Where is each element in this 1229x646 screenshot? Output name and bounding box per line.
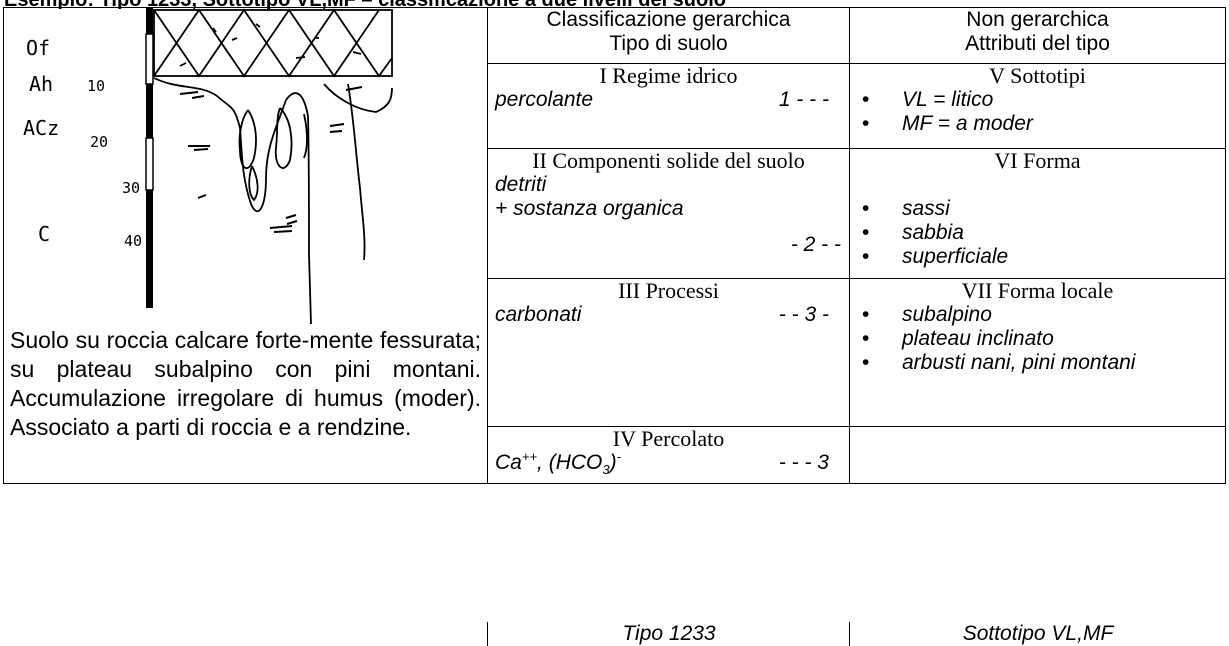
list-item: •MF = a moder	[862, 112, 1033, 135]
section-term: carbonati	[495, 303, 582, 326]
section-title: VII Forma locale	[961, 278, 1114, 303]
list-item: •sassi	[862, 197, 950, 220]
header-hierarchical-line2: Tipo di suolo	[609, 32, 728, 55]
list-item: •subalpino	[862, 303, 992, 326]
section-regime-idrico: I Regime idrico percolante 1 - - -	[487, 63, 850, 149]
profile-cell: Of Ah ACz C 10 20 30 40	[3, 7, 488, 484]
list-item: •superficiale	[862, 245, 1009, 268]
section-term: percolante	[495, 88, 594, 111]
list-item: •arbusti nani, pini montani	[862, 351, 1136, 374]
list-item: •plateau inclinato	[862, 327, 1054, 350]
header-nonhierarchical-line1: Non gerarchica	[966, 8, 1109, 31]
horizon-label-ah: Ah	[29, 72, 53, 96]
section-percolato: IV Percolato Ca++, (HCO3)- - - - 3	[487, 426, 850, 484]
section-term-row: percolante 1 - - -	[488, 88, 849, 112]
section-forma-locale: VII Forma locale •subalpino •plateau inc…	[849, 278, 1226, 427]
list-item: •VL = litico	[862, 88, 994, 111]
section-code: - - - 3	[778, 451, 829, 474]
section-title: III Processi	[618, 278, 719, 303]
depth-30: 30	[122, 179, 140, 197]
litter-layer	[153, 8, 393, 78]
depth-10: 10	[87, 77, 105, 95]
empty-cell	[849, 426, 1226, 484]
section-componenti-solide: II Componenti solide del suolo detriti +…	[487, 148, 850, 279]
soil-profile-drawing: Of Ah ACz C 10 20 30 40	[23, 8, 393, 325]
section-term-row: carbonati - - 3 -	[488, 303, 849, 327]
header-nonhierarchical-line2: Attributi del tipo	[965, 32, 1110, 55]
section-title: II Componenti solide del suolo	[532, 148, 805, 173]
rock-outline	[153, 77, 393, 325]
list-item: •sabbia	[862, 221, 964, 244]
section-title: VI Forma	[994, 148, 1081, 173]
depth-scale-bar	[145, 8, 154, 308]
bullet-list: •VL = litico •MF = a moder	[850, 88, 1225, 136]
section-code: - 2 - -	[790, 233, 841, 256]
bullet-list: •subalpino •plateau inclinato •arbusti n…	[850, 303, 1225, 375]
horizon-label-acz: ACz	[23, 116, 59, 140]
section-sottotipi: V Sottotipi •VL = litico •MF = a moder	[849, 63, 1226, 149]
section-title: I Regime idrico	[599, 63, 738, 88]
header-nonhierarchical: Non gerarchica Attributi del tipo	[849, 7, 1226, 64]
top-clipped-heading: Esempio: Tipo 1233, Sottotipo VL,MF – cl…	[4, 0, 1224, 9]
bullet-list: •sassi •sabbia •superficiale	[850, 197, 1225, 269]
section-term: detriti	[495, 173, 547, 196]
footer-tipo: Tipo 1233	[487, 622, 850, 646]
section-title: V Sottotipi	[989, 63, 1086, 88]
percolate-formula: Ca++, (HCO3)-	[495, 449, 621, 478]
section-term: + sostanza organica	[495, 197, 684, 220]
section-code: 1 - - -	[778, 88, 829, 111]
soil-classification-table: Of Ah ACz C 10 20 30 40	[3, 7, 1226, 484]
humus-dashes	[179, 86, 363, 233]
horizon-label-of: Of	[26, 36, 50, 60]
header-hierarchical-line1: Classificazione gerarchica	[546, 8, 791, 31]
depth-40: 40	[124, 232, 142, 250]
footer-sottotipo: Sottotipo VL,MF	[849, 622, 1226, 646]
horizon-label-c: C	[38, 222, 50, 246]
soil-description: Suolo su roccia calcare forte-mente fess…	[10, 327, 481, 440]
section-title: IV Percolato	[612, 426, 725, 451]
section-forma: VI Forma •sassi •sabbia •superficiale	[849, 148, 1226, 279]
depth-20: 20	[90, 133, 108, 151]
section-term-row: Ca++, (HCO3)- - - - 3	[488, 449, 849, 478]
section-processi: III Processi carbonati - - 3 -	[487, 278, 850, 427]
section-code: - - 3 -	[778, 303, 829, 326]
header-hierarchical: Classificazione gerarchica Tipo di suolo	[487, 7, 850, 64]
